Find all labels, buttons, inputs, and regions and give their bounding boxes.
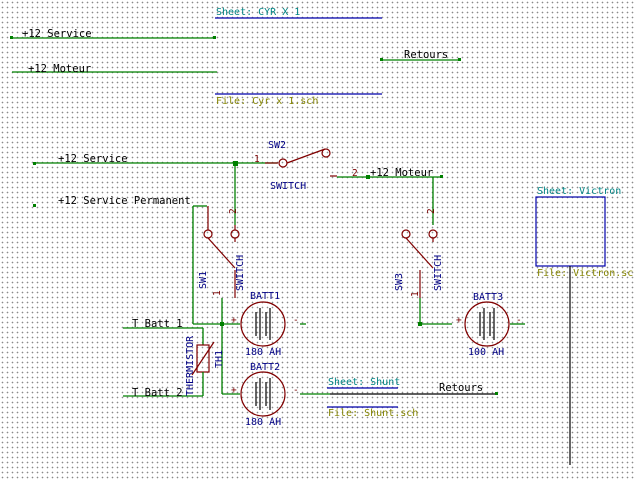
sw2-value: SWITCH bbox=[270, 181, 306, 192]
svg-text:+: + bbox=[231, 385, 237, 396]
thermistor-th1[interactable]: TH1 THERMISTOR bbox=[123, 327, 225, 397]
battery-batt3[interactable]: + - BATT3 100 AH bbox=[456, 292, 522, 358]
sheet-shunt[interactable]: Sheet: Shunt File: Shunt.sch bbox=[327, 377, 498, 419]
svg-text:+: + bbox=[231, 315, 237, 326]
label-t-batt1: T Batt 1 bbox=[132, 318, 183, 330]
batt2-ref: BATT2 bbox=[250, 362, 280, 373]
sheet-cyr-name: Sheet: CYR X 1 bbox=[216, 7, 300, 18]
label-retours: Retours bbox=[439, 382, 483, 394]
sheet-cyr-x-1[interactable]: Sheet: CYR X 1 File: Cyr x 1.sch bbox=[215, 7, 382, 107]
batt3-value: 100 AH bbox=[468, 347, 504, 358]
sw2-pin1: 1 bbox=[254, 154, 260, 165]
switch-sw2[interactable]: SW2 SWITCH 1 2 bbox=[254, 140, 358, 192]
wire-battery-bus bbox=[193, 322, 525, 395]
label-t-batt2: T Batt 2 bbox=[132, 387, 183, 399]
wire-moteur bbox=[337, 175, 443, 225]
wire-service bbox=[33, 161, 277, 225]
top-label-retours: Retours bbox=[404, 49, 448, 61]
sw3-pin2: 2 bbox=[426, 208, 437, 214]
shunt-sheet-file: File: Shunt.sch bbox=[328, 408, 418, 419]
sw2-pin2: 2 bbox=[352, 168, 358, 179]
batt3-ref: BATT3 bbox=[473, 292, 503, 303]
victron-sheet-name: Sheet: Victron bbox=[537, 186, 621, 197]
shunt-sheet-name: Sheet: Shunt bbox=[328, 377, 400, 388]
th1-value: THERMISTOR bbox=[185, 335, 196, 396]
th1-ref: TH1 bbox=[214, 350, 225, 368]
top-pin-service: +12 Service bbox=[10, 28, 216, 40]
top-label-moteur: +12 Moteur bbox=[28, 63, 91, 75]
top-pin-moteur: +12 Moteur bbox=[12, 63, 217, 75]
sw3-ref: SW3 bbox=[394, 273, 405, 291]
svg-text:-: - bbox=[293, 315, 299, 326]
sw3-value: SWITCH bbox=[433, 255, 444, 291]
svg-text:-: - bbox=[516, 315, 522, 326]
top-pin-retours: Retours bbox=[380, 49, 461, 61]
label-service-permanent: +12 Service Permanent bbox=[58, 195, 191, 207]
battery-batt1[interactable]: + - BATT1 180 AH bbox=[231, 291, 299, 358]
label-service: +12 Service bbox=[58, 153, 128, 165]
wire-service-permanent bbox=[33, 204, 207, 324]
batt1-value: 180 AH bbox=[245, 347, 281, 358]
svg-text:-: - bbox=[293, 385, 299, 396]
sheet-cyr-file: File: Cyr x 1.sch bbox=[216, 96, 318, 107]
label-moteur: +12 Moteur bbox=[370, 167, 433, 179]
battery-batt2[interactable]: + - BATT2 180 AH bbox=[231, 362, 299, 428]
sw2-ref: SW2 bbox=[268, 140, 286, 151]
sheet-victron[interactable]: Sheet: Victron File: Victron.sch bbox=[535, 186, 634, 465]
victron-sheet-file: File: Victron.sch bbox=[537, 268, 634, 279]
sw1-pin1: 1 bbox=[212, 290, 223, 296]
svg-text:+: + bbox=[456, 315, 462, 326]
top-label-service: +12 Service bbox=[22, 28, 92, 40]
batt2-value: 180 AH bbox=[245, 417, 281, 428]
switch-sw1[interactable]: SW1 SWITCH 2 1 bbox=[198, 206, 246, 298]
sw1-pin2: 2 bbox=[228, 208, 239, 214]
sw1-value: SWITCH bbox=[235, 255, 246, 291]
switch-sw3[interactable]: SW3 SWITCH 2 1 bbox=[394, 208, 444, 298]
sw1-ref: SW1 bbox=[198, 271, 209, 289]
batt1-ref: BATT1 bbox=[250, 291, 280, 302]
sw3-pin1: 1 bbox=[410, 291, 421, 297]
